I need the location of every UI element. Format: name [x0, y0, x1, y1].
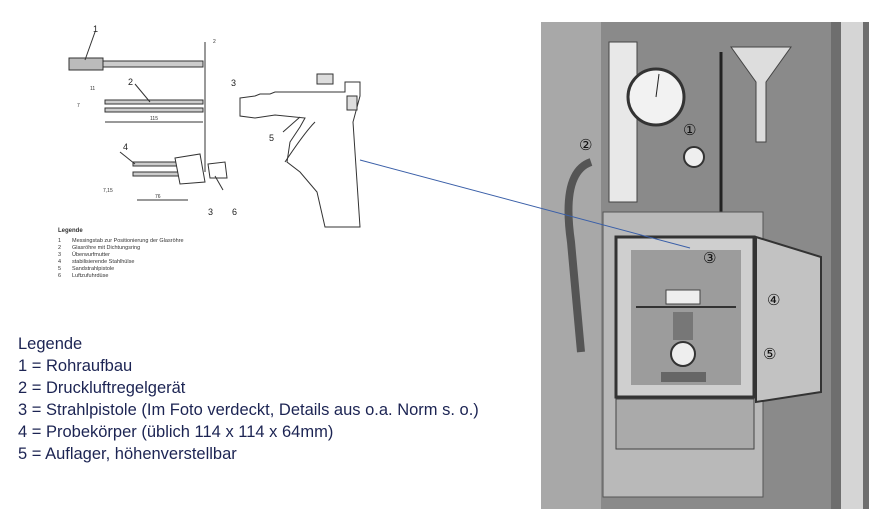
marker-1: ① [683, 121, 696, 139]
callout-6: 6 [232, 207, 237, 217]
brass-rod-block [68, 57, 104, 71]
dim-76: 76 [155, 194, 161, 200]
marker-3: ③ [703, 249, 716, 267]
callout-4: 4 [123, 142, 128, 152]
main-legend: Legende 1 = Rohraufbau 2 = Druckluftrege… [18, 333, 479, 465]
dim-11: 11 [90, 86, 95, 92]
callout-5: 5 [269, 133, 274, 143]
marker-4: ④ [767, 291, 780, 309]
dim-115: 115 [150, 116, 158, 122]
technical-drawing: 1 2 3 4 5 6 3 2 11 7 115 7,15 76 [68, 24, 361, 228]
callout-2: 2 [128, 77, 133, 87]
legend-item: 3 = Strahlpistole (Im Foto verdeckt, Det… [18, 401, 479, 419]
legend-item: 5 = Auflager, höhenverstellbar [18, 445, 237, 463]
callout-1: 1 [93, 24, 98, 34]
dim-2: 2 [213, 39, 216, 45]
drawing-legend-title: Legende [58, 228, 83, 234]
brass-rod [102, 60, 204, 68]
legend-item: 4 = Probekörper (üblich 114 x 114 x 64mm… [18, 423, 334, 441]
marker-2: ② [579, 136, 592, 154]
dim-7: 7 [77, 103, 80, 109]
marker-5: ⑤ [763, 345, 776, 363]
legend-item: 2 = Druckluftregelgerät [18, 379, 186, 397]
callout-3b: 3 [208, 207, 213, 217]
apparatus-photo: ② ① ③ ④ ⑤ [541, 22, 869, 509]
legend-item: 1 = Rohraufbau [18, 357, 133, 375]
callout-3: 3 [231, 78, 236, 88]
legend-title: Legende [18, 335, 83, 353]
dim-7-15: 7,15 [103, 188, 113, 194]
